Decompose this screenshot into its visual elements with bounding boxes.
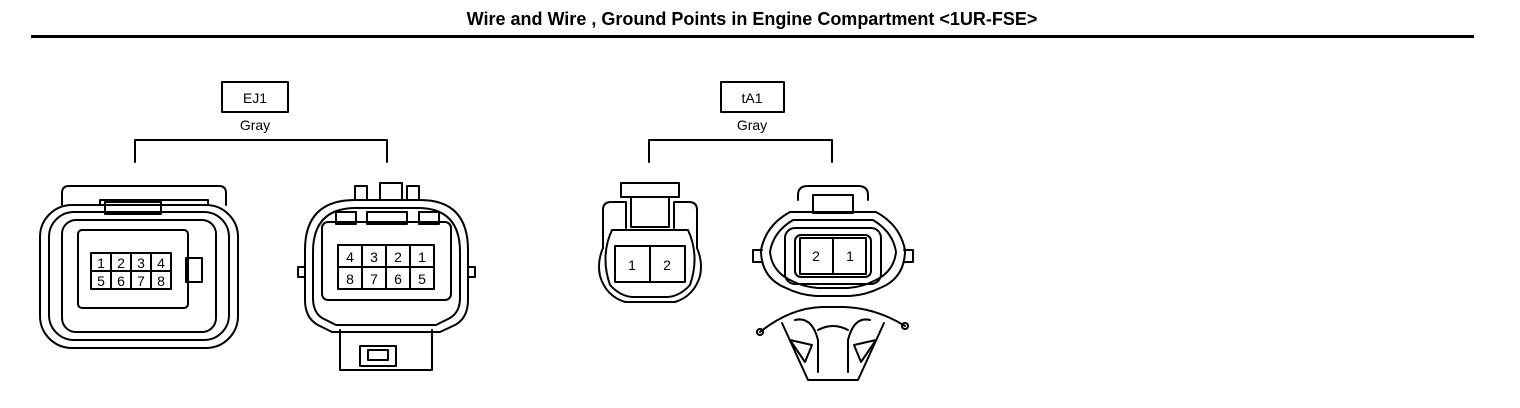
connector-group-ta1: tA1 Gray 1 2 [598,81,914,381]
pin-label: 7 [370,271,378,287]
bracket-line [648,139,833,163]
pin-label: 8 [346,271,354,287]
page-title: Wire and Wire , Ground Points in Engine … [466,9,1038,29]
pin-label: 6 [117,273,125,289]
ta1-right-connector: 2 1 [752,185,914,381]
pin-label: 4 [157,255,165,271]
bracket-line [134,139,388,163]
pin-label: 1 [846,248,854,264]
connector-code-box [221,81,289,113]
ej1-right-connector: 4 3 2 1 8 7 6 5 [297,182,476,371]
pin-label: 2 [663,257,671,273]
pin-label: 2 [812,248,820,264]
pin-label: 1 [418,249,426,265]
pin-label: 5 [97,273,105,289]
connector-group-ej1: EJ1 Gray 1 2 3 4 5 6 [39,81,476,371]
ej1-left-connector: 1 2 3 4 5 6 7 8 [39,185,239,349]
ta1-left-connector: 1 2 [598,182,702,303]
pin-label: 7 [137,273,145,289]
title-underline [31,35,1474,38]
pin-label: 1 [97,255,105,271]
connector-color-label: Gray [240,117,270,133]
pin-label: 4 [346,249,354,265]
pin-label: 3 [370,249,378,265]
pin-label: 1 [628,257,636,273]
pin-label: 2 [394,249,402,265]
pin-label: 6 [394,271,402,287]
connector-code-label: EJ1 [243,90,267,106]
connector-code-label: tA1 [741,90,762,106]
pin-label: 5 [418,271,426,287]
connector-color-label: Gray [737,117,767,133]
pin-label: 2 [117,255,125,271]
pin-label: 8 [157,273,165,289]
pin-label: 3 [137,255,145,271]
connector-code-box [720,81,785,113]
